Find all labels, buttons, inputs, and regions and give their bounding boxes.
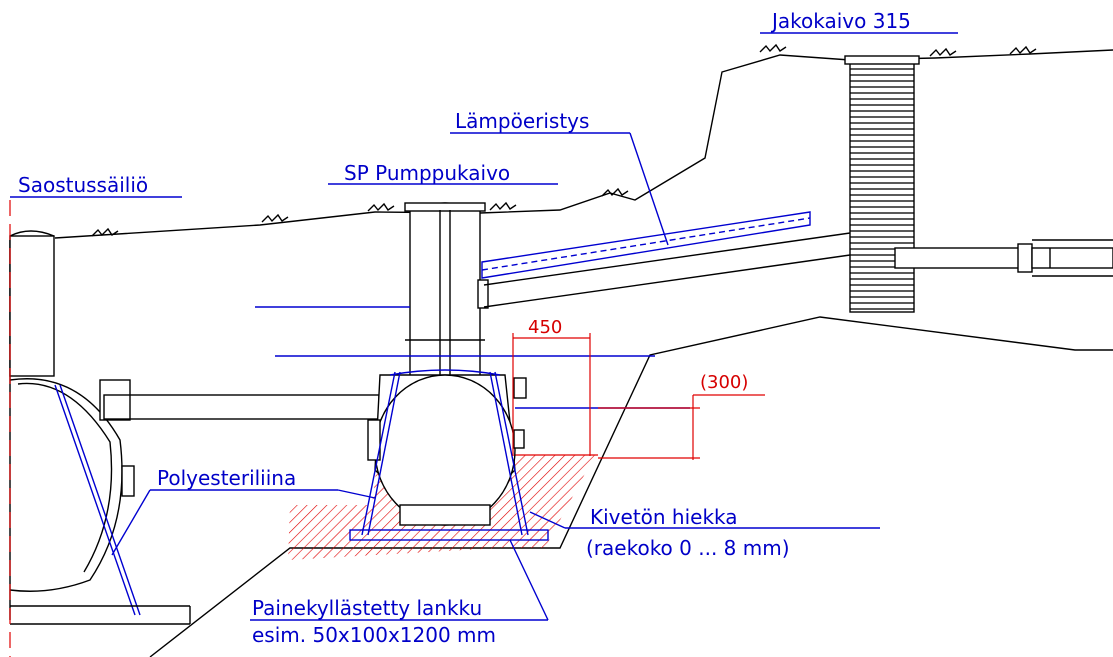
grass-symbols xyxy=(91,43,1037,237)
label-sp-pumppukaivo: SP Pumppukaivo xyxy=(344,161,510,185)
label-esim: esim. 50x100x1200 mm xyxy=(252,623,496,647)
insulation-board xyxy=(481,211,811,279)
ground-surface-line xyxy=(54,49,1113,239)
label-painekyllastetty: Painekyllästetty lankku xyxy=(252,596,482,620)
dimension-300: (300) xyxy=(700,372,748,393)
label-jakokaivo: Jakokaivo 315 xyxy=(770,9,911,33)
outlet-pipe xyxy=(483,232,851,308)
label-lampoeristys: Lämpöeristys xyxy=(455,109,589,133)
label-polyesteriliina: Polyesteriliina xyxy=(157,466,296,490)
dimension-450: 450 xyxy=(528,317,562,338)
label-saostussailio: Saostussäiliö xyxy=(18,173,148,197)
connecting-pipe xyxy=(103,394,380,420)
label-kiveton-hiekka: Kivetön hiekka xyxy=(590,505,738,529)
dimension-lines xyxy=(512,333,765,460)
septic-tank xyxy=(9,200,191,657)
label-raekoko: (raekoko 0 ... 8 mm) xyxy=(586,536,790,560)
distribution-well xyxy=(844,55,1113,313)
